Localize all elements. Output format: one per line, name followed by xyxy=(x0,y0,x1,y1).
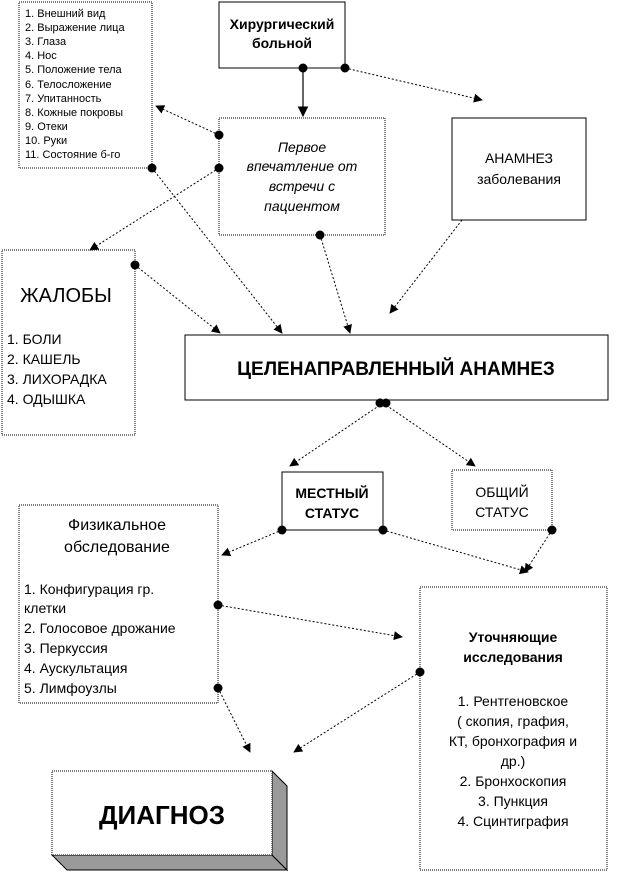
local-status-line1: МЕСТНЫЙ xyxy=(295,484,368,501)
clarifying-title: Уточняющие xyxy=(469,629,558,645)
connectors xyxy=(89,63,557,753)
physical-exam-title: Физикальное xyxy=(68,517,166,534)
complaint-item: 1. БОЛИ xyxy=(7,331,62,347)
local-status-box xyxy=(281,471,384,531)
list-item: 3. Глаза xyxy=(25,36,67,48)
surgical-patient-line1: Хирургический xyxy=(230,16,335,32)
list-item: 8. Кожные покровы xyxy=(25,107,123,119)
complaint-item: 4. ОДЫШКА xyxy=(7,391,86,407)
arrow-exam-to-diagnosis xyxy=(217,687,251,753)
exam-item: клетки xyxy=(24,600,66,616)
surgical-patient-box xyxy=(218,1,346,69)
clarifying-item: ( скопия, графия, xyxy=(457,713,569,729)
arrow-local-to-exam xyxy=(221,529,283,557)
arrow-local-to-clarifying xyxy=(382,529,529,575)
arrow-targeted-to-local xyxy=(289,402,384,467)
clarifying-item: 4. Сцинтиграфия xyxy=(457,813,568,829)
clarifying-studies-box xyxy=(419,586,608,871)
disease-anamnesis-box xyxy=(451,117,587,221)
first-impression-line: Первое xyxy=(278,139,327,155)
arrow-list-to-targeted xyxy=(151,167,283,334)
physical-exam-box xyxy=(18,504,219,704)
arrow-general-to-clarifying xyxy=(524,529,553,573)
arrow-impression-to-targeted xyxy=(319,234,352,334)
exam-item: 1. Конфигурация гр. xyxy=(24,581,154,597)
exam-item: 2. Голосовое дрожание xyxy=(24,620,176,636)
clarifying-item: 1. Рентгеновское xyxy=(458,693,569,709)
exam-item: 4. Аускультация xyxy=(24,660,127,676)
clarifying-item: КТ, бронхография и xyxy=(449,733,577,749)
first-impression-line: встречи с xyxy=(269,178,335,194)
diagnosis-label: ДИАГНОЗ xyxy=(99,800,225,830)
clarifying-title: исследования xyxy=(463,649,563,665)
list-item: 4. Нос xyxy=(25,50,57,62)
first-impression-box xyxy=(218,117,386,236)
physical-exam-title: обследование xyxy=(64,539,170,556)
local-status-line2: СТАТУС xyxy=(305,505,359,521)
disease-anamnesis-line2: заболевания xyxy=(477,171,561,187)
arrow-patient-to-anamnesis xyxy=(344,67,483,103)
first-impression-line: пациентом xyxy=(264,198,340,214)
exam-item: 3. Перкуссия xyxy=(24,640,108,656)
diagnosis-box: ДИАГНОЗ xyxy=(50,769,289,872)
arrow-impression-to-list xyxy=(155,105,220,136)
complaints-title: ЖАЛОБЫ xyxy=(20,285,112,307)
exam-item: 5. Лимфоузлы xyxy=(24,680,117,696)
list-item: 7. Упитанность xyxy=(25,93,102,105)
arrow-targeted-to-general xyxy=(382,402,476,467)
appearance-list-box xyxy=(18,1,153,169)
arrow-anamnesis-to-targeted xyxy=(389,219,463,314)
list-item: 5. Положение тела xyxy=(25,64,123,76)
list-item: 11. Состояние б-го xyxy=(25,149,120,161)
complaints-box xyxy=(1,249,136,436)
appearance-list: 1. Внешний вид 2. Выражение лица 3. Глаз… xyxy=(25,8,125,161)
list-item: 9. Отеки xyxy=(25,121,68,133)
arrow-impression-to-complaints xyxy=(89,167,220,251)
complaint-item: 3. ЛИХОРАДКА xyxy=(7,371,107,387)
targeted-anamnesis-label: ЦЕЛЕНАПРАВЛЕННЫЙ АНАМНЕЗ xyxy=(237,358,555,380)
clarifying-item: 2. Бронхоскопия xyxy=(460,773,567,789)
first-impression-line: впечатление от xyxy=(247,158,358,174)
list-item: 10. Руки xyxy=(25,135,67,147)
arrow-clarifying-to-diagnosis xyxy=(293,671,421,753)
general-status-line1: ОБЩИЙ xyxy=(475,483,528,500)
arrow-complaints-to-targeted xyxy=(134,264,221,334)
surgical-patient-line2: больной xyxy=(252,35,312,51)
disease-anamnesis-line1: АНАМНЕЗ xyxy=(485,150,553,166)
targeted-anamnesis-box xyxy=(184,334,609,401)
general-status-line2: СТАТУС xyxy=(475,504,529,520)
clarifying-item: др.) xyxy=(501,753,526,769)
complaint-item: 2. КАШЕЛЬ xyxy=(7,351,81,367)
list-item: 6. Телосложение xyxy=(25,79,112,91)
list-item: 2. Выражение лица xyxy=(25,22,125,34)
general-status-box xyxy=(451,469,553,531)
arrow-exam-to-clarifying xyxy=(217,604,403,641)
list-item: 1. Внешний вид xyxy=(25,8,106,20)
clarifying-item: 3. Пункция xyxy=(478,793,548,809)
